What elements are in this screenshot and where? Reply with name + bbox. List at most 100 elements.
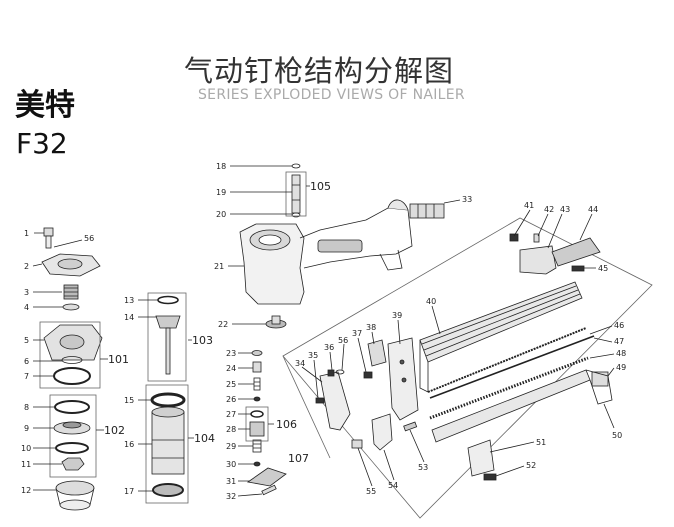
label-35: 35 — [308, 351, 318, 360]
brand-name: 美特 — [15, 88, 75, 123]
label-13: 13 — [124, 296, 134, 305]
part-oring-7 — [53, 367, 91, 385]
part-oring-18 — [291, 163, 301, 169]
label-38: 38 — [366, 323, 376, 332]
label-22: 22 — [218, 320, 228, 329]
part-contact-34 — [319, 371, 351, 431]
diagram-title: 气动钉枪结构分解图 — [184, 54, 455, 88]
label-101: 101 — [108, 353, 129, 366]
part-pin-19 — [291, 174, 301, 214]
part-top-cap-2 — [41, 253, 101, 277]
part-screw-37 — [363, 371, 373, 379]
part-rail-50 — [431, 369, 613, 443]
part-oring-6 — [61, 356, 83, 364]
label-106: 106 — [276, 418, 297, 431]
part-screw-1 — [43, 227, 54, 249]
label-42: 42 — [544, 205, 554, 214]
label-105: 105 — [310, 180, 331, 193]
part-block-55 — [351, 439, 363, 449]
label-43: 43 — [560, 205, 570, 214]
part-washer-56 — [335, 369, 345, 375]
label-6: 6 — [24, 357, 29, 366]
label-102: 102 — [104, 424, 125, 437]
group-box-101 — [39, 321, 101, 389]
part-latch-43 — [519, 245, 557, 275]
label-1: 1 — [24, 229, 29, 238]
group-box-103 — [147, 292, 187, 382]
part-screw-45 — [571, 265, 585, 272]
part-oring-10 — [55, 442, 89, 454]
label-11: 11 — [21, 460, 31, 469]
label-23: 23 — [226, 349, 236, 358]
part-oring-15 — [150, 392, 186, 408]
part-screw-35 — [315, 397, 325, 404]
label-56: 56 — [84, 234, 94, 243]
label-45: 45 — [598, 264, 608, 273]
label-14: 14 — [124, 313, 134, 322]
part-body-21 — [239, 199, 413, 305]
part-pin-32 — [261, 484, 277, 496]
part-pin-42 — [533, 233, 540, 243]
label-33: 33 — [462, 195, 472, 204]
label-107: 107 — [288, 452, 309, 465]
label-54: 54 — [388, 481, 398, 490]
label-19: 19 — [216, 188, 226, 197]
part-nut-11 — [61, 457, 85, 471]
label-15: 15 — [124, 396, 134, 405]
part-bumper-12 — [55, 480, 95, 511]
part-washer-4 — [62, 303, 80, 311]
diagram-subtitle: SERIES EXPLODED VIEWS OF NAILER — [198, 87, 465, 103]
part-spring-25 — [253, 377, 261, 391]
label-20: 20 — [216, 210, 226, 219]
part-pin-30 — [253, 461, 261, 467]
label-25: 25 — [226, 380, 236, 389]
label-44: 44 — [588, 205, 598, 214]
part-oring-26 — [253, 396, 261, 402]
label-28: 28 — [226, 425, 236, 434]
label-104: 104 — [194, 432, 215, 445]
label-16: 16 — [124, 440, 134, 449]
label-47: 47 — [614, 337, 624, 346]
label-2: 2 — [24, 262, 29, 271]
label-48: 48 — [616, 349, 626, 358]
part-piston-9 — [53, 421, 91, 435]
label-103: 103 — [192, 334, 213, 347]
part-lever-44 — [551, 237, 601, 267]
part-pin-53 — [403, 421, 418, 432]
label-49: 49 — [616, 363, 626, 372]
part-pusher-49 — [591, 371, 609, 387]
part-spring-46 — [427, 327, 587, 393]
part-nose-39 — [387, 337, 419, 421]
label-34: 34 — [295, 359, 305, 368]
part-plate-51 — [467, 439, 495, 477]
label-27: 27 — [226, 410, 236, 419]
model-number: F32 — [16, 127, 68, 160]
part-oring-8 — [54, 400, 90, 414]
label-37: 37 — [352, 329, 362, 338]
label-50: 50 — [612, 431, 622, 440]
label-24: 24 — [226, 364, 236, 373]
label-29: 29 — [226, 442, 236, 451]
part-magazine-40 — [419, 281, 583, 393]
group-box-105 — [285, 171, 307, 217]
part-oring-13 — [157, 295, 179, 305]
label-51: 51 — [536, 438, 546, 447]
part-valve-body-28 — [249, 421, 265, 437]
label-5: 5 — [24, 336, 29, 345]
part-screw-52 — [483, 473, 497, 481]
label-31: 31 — [226, 477, 236, 486]
part-valve-24 — [252, 361, 262, 373]
label-12: 12 — [21, 486, 31, 495]
label-52: 52 — [526, 461, 536, 470]
part-washer-23 — [251, 350, 263, 356]
part-driver-14 — [155, 315, 181, 375]
label-21: 21 — [214, 262, 224, 271]
label-41: 41 — [524, 201, 534, 210]
part-cap-22 — [265, 315, 287, 329]
label-55: 55 — [366, 487, 376, 496]
label-17: 17 — [124, 487, 134, 496]
label-3: 3 — [24, 288, 29, 297]
part-screw-36 — [327, 369, 335, 377]
label-26: 26 — [226, 395, 236, 404]
label-30: 30 — [226, 460, 236, 469]
